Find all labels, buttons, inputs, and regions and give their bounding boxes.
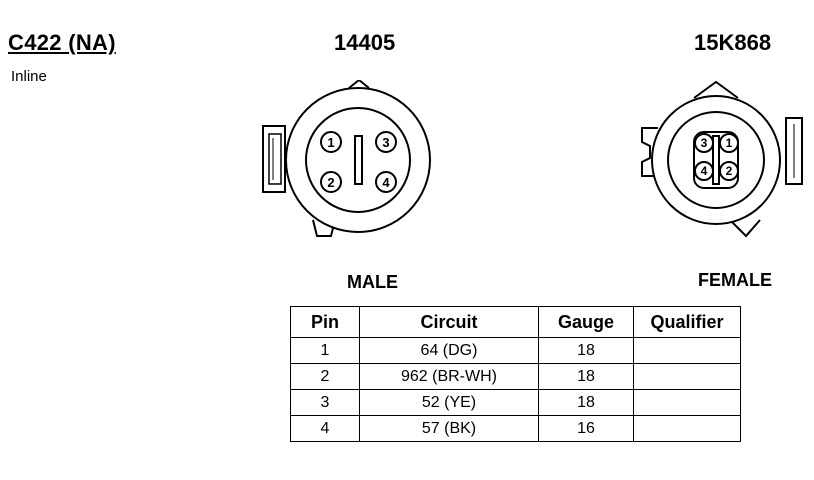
male-label: MALE xyxy=(347,272,398,292)
column-header-gauge: Gauge xyxy=(538,306,634,338)
qualifier-cell xyxy=(633,337,741,364)
table-row: 1 64 (DG) 18 xyxy=(290,337,741,364)
circuit-cell: 962 (BR-WH) xyxy=(359,363,539,390)
pin-cell: 2 xyxy=(290,363,360,390)
pin-cell: 1 xyxy=(290,337,360,364)
female-pin-cavity xyxy=(694,133,714,153)
qualifier-cell xyxy=(633,389,741,416)
male-pin-label: 2 xyxy=(327,175,334,190)
gauge-cell: 18 xyxy=(538,363,634,390)
female-pin-label: 3 xyxy=(701,136,708,150)
male-pin-cavity xyxy=(375,171,397,193)
table-row: 3 52 (YE) 18 xyxy=(290,389,741,416)
male-pin-cavity xyxy=(320,171,342,193)
female-pin-label: 4 xyxy=(701,164,708,178)
column-header-circuit: Circuit xyxy=(359,306,539,338)
column-header-pin: Pin xyxy=(290,306,360,338)
gauge-cell: 16 xyxy=(538,415,634,442)
male-connector-face xyxy=(305,107,411,213)
male-latch xyxy=(262,125,286,193)
gauge-cell: 18 xyxy=(538,337,634,364)
male-connector-body xyxy=(285,87,431,233)
female-pin-label: 2 xyxy=(726,164,733,178)
female-bottom-notch xyxy=(731,219,761,238)
female-key xyxy=(712,135,720,185)
female-part-number: 15K868 xyxy=(694,30,772,55)
female-pin-label: 1 xyxy=(726,136,733,150)
circuit-cell: 57 (BK) xyxy=(359,415,539,442)
pin-cell: 3 xyxy=(290,389,360,416)
female-left-latch xyxy=(641,127,658,177)
pinout-table: Pin Circuit Gauge Qualifier 1 64 (DG) 18… xyxy=(290,306,741,442)
circuit-cell: 64 (DG) xyxy=(359,337,539,364)
male-pin-cavity xyxy=(320,131,342,153)
qualifier-cell xyxy=(633,363,741,390)
female-label: FEMALE xyxy=(698,270,772,290)
qualifier-cell xyxy=(633,415,741,442)
female-pin-cavity xyxy=(719,133,739,153)
female-right-latch xyxy=(785,117,803,185)
male-pin-label: 4 xyxy=(382,175,390,190)
female-pin-cavity xyxy=(694,161,714,181)
circuit-cell: 52 (YE) xyxy=(359,389,539,416)
column-header-qualifier: Qualifier xyxy=(633,306,741,338)
female-pin-block xyxy=(693,131,739,189)
table-row: 4 57 (BK) 16 xyxy=(290,415,741,442)
female-connector-body xyxy=(651,95,781,225)
pin-cell: 4 xyxy=(290,415,360,442)
connector-type: Inline xyxy=(11,68,47,85)
male-pin-label: 3 xyxy=(382,135,389,150)
gauge-cell: 18 xyxy=(538,389,634,416)
female-pin-cavity xyxy=(719,161,739,181)
male-connector-diagram: 1 3 2 4 xyxy=(262,80,431,237)
male-part-number: 14405 xyxy=(334,30,396,55)
male-pin-cavity xyxy=(375,131,397,153)
female-connector-diagram: 3 1 4 2 xyxy=(641,80,803,238)
table-header-row: Pin Circuit Gauge Qualifier xyxy=(290,306,741,338)
female-connector-face xyxy=(667,111,765,209)
table-row: 2 962 (BR-WH) 18 xyxy=(290,363,741,390)
female-top-peak xyxy=(693,80,739,99)
male-key xyxy=(354,135,363,185)
male-pin-label: 1 xyxy=(327,135,334,150)
connector-id: C422 (NA) xyxy=(8,30,116,55)
